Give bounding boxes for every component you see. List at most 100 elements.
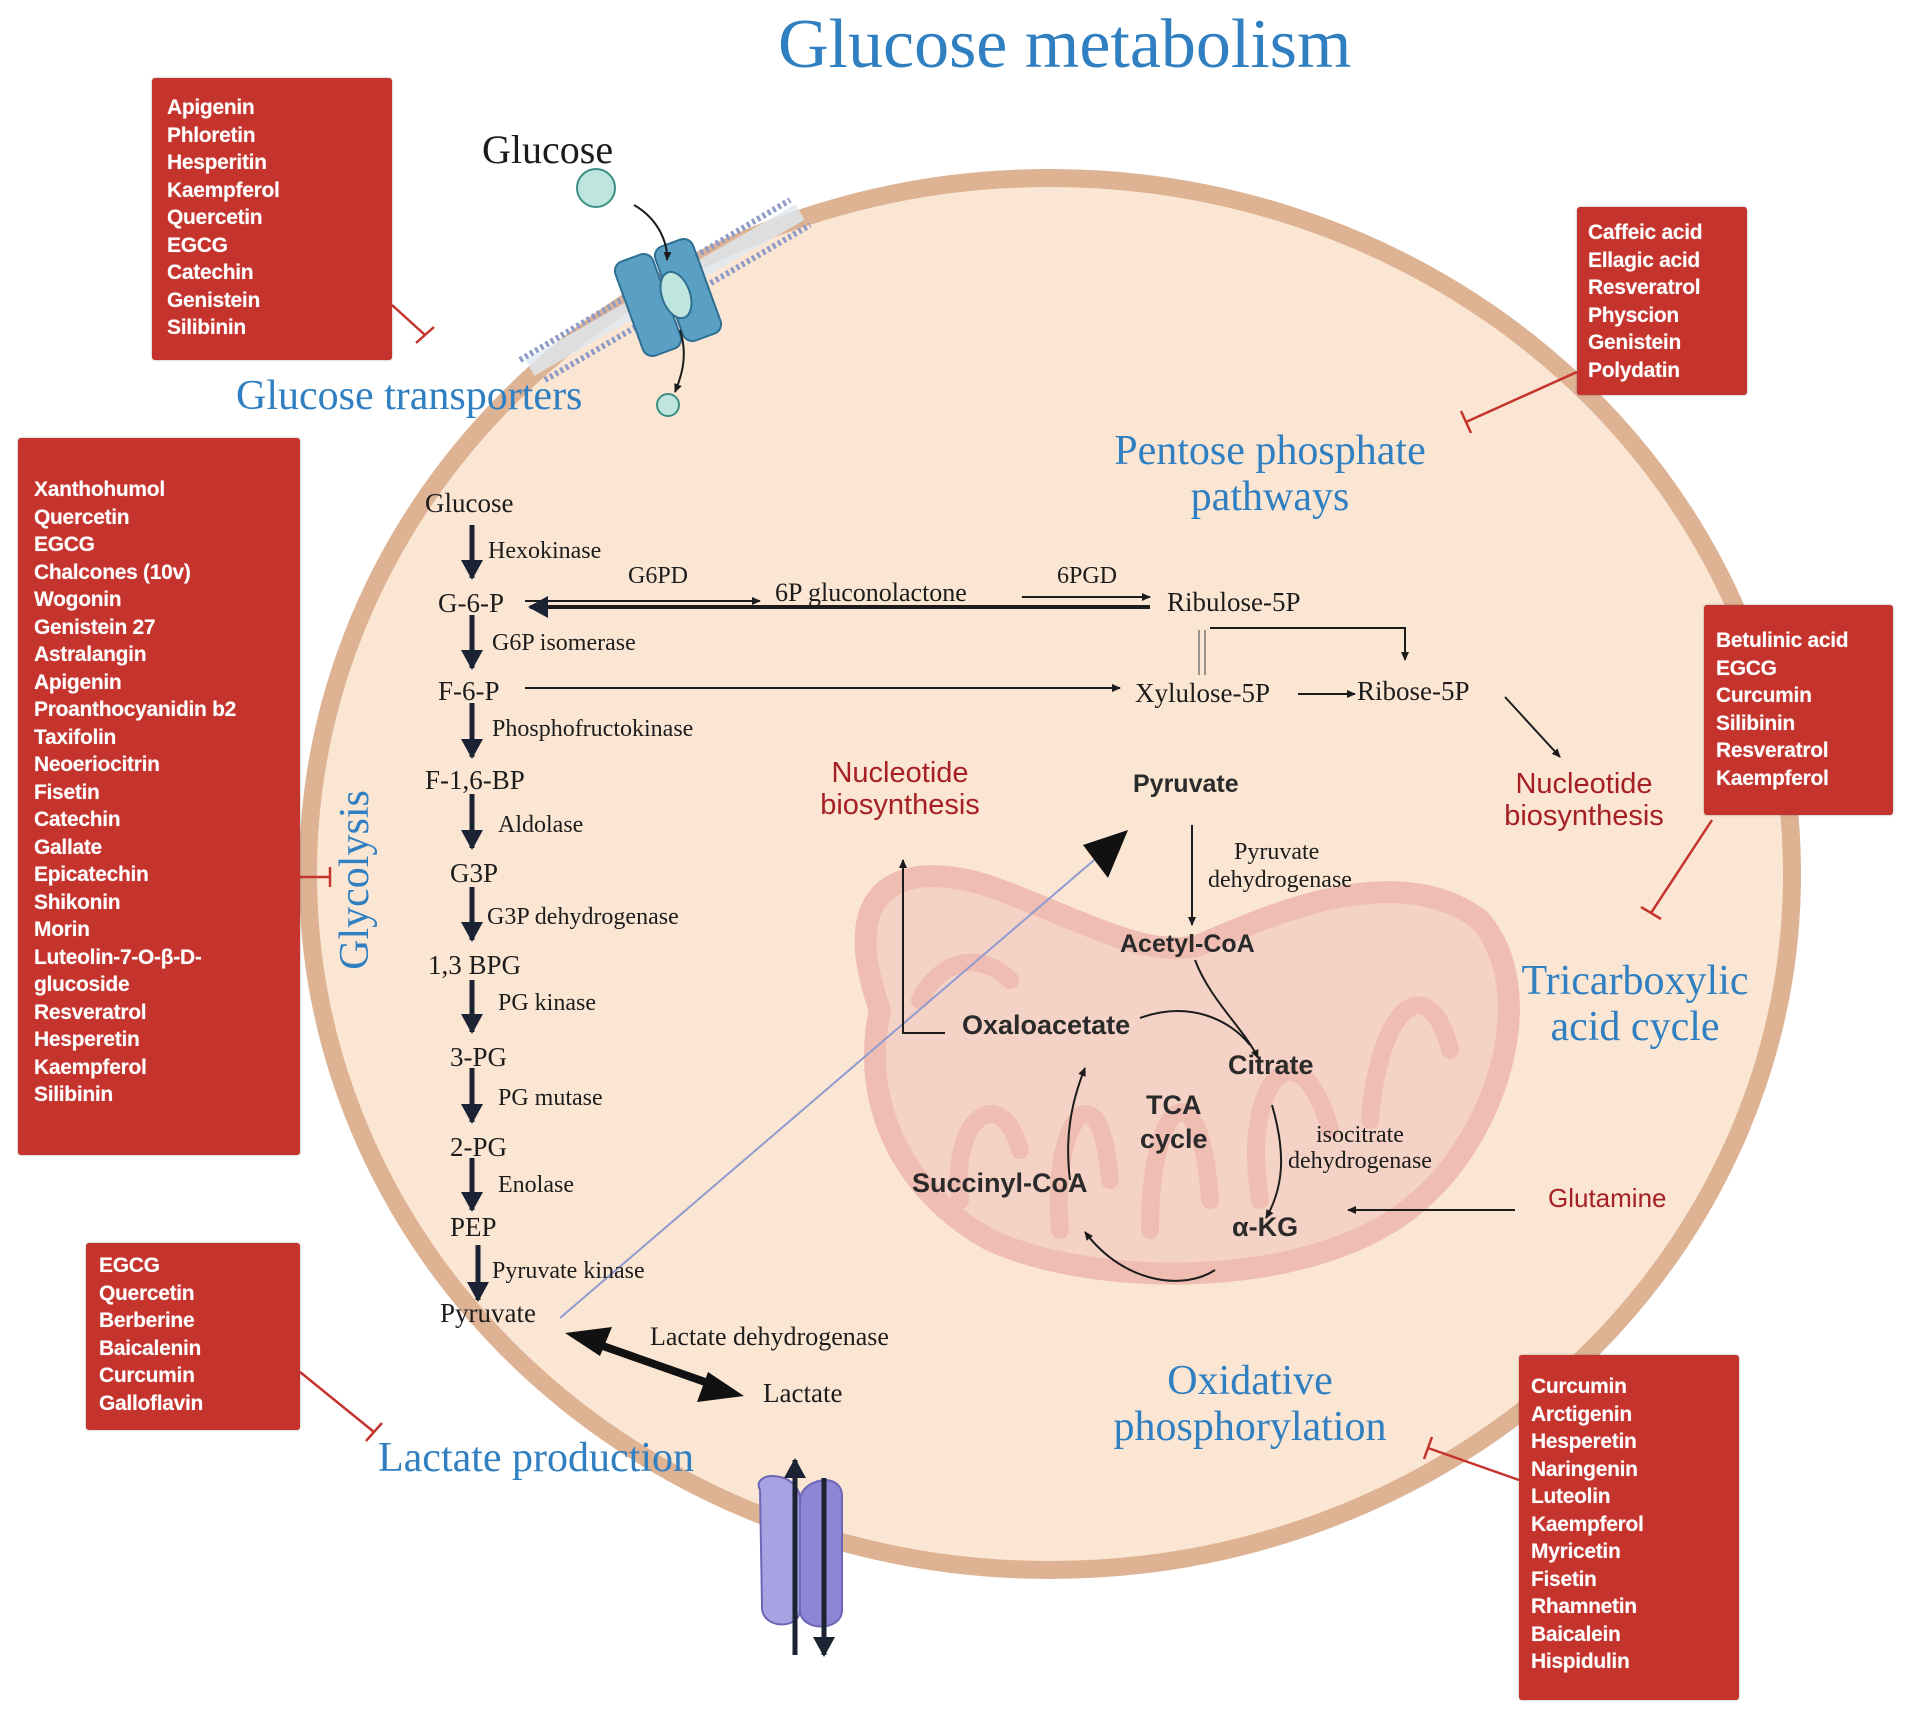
tca-pyruvate: Pyruvate xyxy=(1133,770,1239,798)
enzyme-pg-kinase: PG kinase xyxy=(498,990,596,1016)
inhibitor-item: Kaempferol xyxy=(1716,766,1829,790)
inhibitor-item: Astralangin xyxy=(34,643,147,666)
inhibitor-item: Hispidulin xyxy=(1531,1650,1630,1673)
metabolite-g6p: G-6-P xyxy=(438,588,504,618)
inhibitor-item: EGCG xyxy=(99,1254,160,1277)
inhibitor-item: Xanthohumol xyxy=(34,478,165,501)
idh-line-1: isocitrate xyxy=(1315,1122,1404,1148)
inhibitor-item: Physcion xyxy=(1588,303,1679,327)
enzyme-lactate-dehydrogenase: Lactate dehydrogenase xyxy=(650,1322,889,1351)
tca-heading-line-2: acid cycle xyxy=(1550,1004,1720,1050)
metabolite-f6p: F-6-P xyxy=(438,676,500,706)
inhibitor-item: Hesperitin xyxy=(167,151,267,174)
section-lactate-production: Lactate production xyxy=(378,1435,695,1481)
inhibitor-item: Wogonin xyxy=(34,588,122,611)
inhibitor-item: Baicalein xyxy=(1531,1622,1621,1646)
enzyme-g6pd: G6PD xyxy=(628,563,689,589)
tca-alpha-kg: α-KG xyxy=(1232,1212,1299,1242)
inhibitor-item: Quercetin xyxy=(34,505,130,529)
tca-center-line-1: TCA xyxy=(1146,1090,1202,1120)
inhibitor-item: Myricetin xyxy=(1531,1540,1621,1563)
inhibitor-item: Catechin xyxy=(167,261,254,284)
inhibitor-item: Proanthocyanidin b2 xyxy=(34,698,236,721)
glucose-transporter-icon xyxy=(613,237,723,358)
inhibitor-item: Resveratrol xyxy=(34,1000,147,1024)
inhibitor-item: Chalcones (10v) xyxy=(34,560,191,584)
inhibitor-item: Genistein xyxy=(167,288,260,312)
inhibitor-item: Polydatin xyxy=(1588,358,1680,382)
inhibitor-item: Kaempferol xyxy=(1531,1512,1644,1536)
metabolite-6p-gluconolactone: 6P gluconolactone xyxy=(775,578,967,607)
glycolysis-arrows xyxy=(461,525,489,1302)
enzyme-enolase: Enolase xyxy=(498,1172,574,1198)
inhibitor-item: Baicalenin xyxy=(99,1336,202,1360)
inhibitor-item: Curcumin xyxy=(1531,1375,1627,1398)
inhibitor-item: Taxifolin xyxy=(34,725,117,749)
inhibitor-item: Hesperetin xyxy=(1531,1430,1637,1453)
metabolite-ribose-5p: Ribose-5P xyxy=(1357,676,1470,706)
inhibition-lines xyxy=(299,304,1714,1482)
inhibitor-item: Apigenin xyxy=(167,96,255,119)
inhibitor-item: Luteolin xyxy=(1531,1485,1611,1508)
lactate-transporter-icon xyxy=(757,1458,843,1657)
inhibitor-item: Fisetin xyxy=(1531,1567,1597,1591)
pyruvate-transport-arrowhead xyxy=(1083,830,1128,878)
tca-center-line-2: cycle xyxy=(1140,1124,1208,1154)
page-title: Glucose metabolism xyxy=(778,6,1352,83)
metabolite-13bpg: 1,3 BPG xyxy=(428,950,522,980)
inhibitor-item: Morin xyxy=(34,918,90,941)
inhibitor-item: Ellagic acid xyxy=(1588,248,1700,272)
pdh-line-1: Pyruvate xyxy=(1234,839,1320,865)
cell-body xyxy=(299,169,1801,1579)
enzyme-aldolase: Aldolase xyxy=(498,812,584,838)
oxphos-heading-line-2: phosphorylation xyxy=(1113,1404,1387,1450)
inhibitor-item: Naringenin xyxy=(1531,1457,1638,1481)
metabolite-3pg: 3-PG xyxy=(450,1042,508,1072)
inhibitor-item: Arctigenin xyxy=(1531,1402,1632,1426)
enzyme-pyruvate-dehydrogenase: Pyruvate dehydrogenase xyxy=(1208,838,1352,894)
inhibitor-item: Quercetin xyxy=(167,206,263,229)
inhibitor-item: EGCG xyxy=(167,233,228,257)
enzyme-g3p-dehydrogenase: G3P dehydrogenase xyxy=(487,904,679,930)
nucleotide-right-line-1: Nucleotide xyxy=(1515,768,1653,800)
inhibitor-item: Phloretin xyxy=(167,123,256,147)
inhibitor-item: Curcumin xyxy=(99,1364,195,1387)
inhibitor-item: Genistein 27 xyxy=(34,615,156,639)
glucose-entry-arrow xyxy=(633,204,672,261)
inhibitor-item: Gallate xyxy=(34,835,102,859)
enzyme-phosphofructokinase: Phosphofructokinase xyxy=(492,716,694,742)
enzyme-g6p-isomerase: G6P isomerase xyxy=(492,630,636,656)
inhibitor-item: Silibinin xyxy=(167,316,246,339)
inhibitor-item: Fisetin xyxy=(34,780,100,804)
tca-oxaloacetate: Oxaloacetate xyxy=(962,1010,1131,1040)
inhibitor-item: EGCG xyxy=(34,533,95,556)
glucose-exit-arrow xyxy=(674,329,685,393)
nucleotide-left-line-1: Nucleotide xyxy=(831,757,969,789)
inhibitor-item: Caffeic acid xyxy=(1588,221,1703,244)
inhibitor-item: Berberine xyxy=(99,1309,195,1332)
pyruvate-transport-line xyxy=(559,854,1101,1319)
oxphos-heading-line-1: Oxidative xyxy=(1167,1358,1333,1404)
section-glucose-transporters: Glucose transporters xyxy=(236,373,583,419)
inhibitor-item: Rhamnetin xyxy=(1531,1595,1637,1618)
inhibitor-item: Quercetin xyxy=(99,1281,195,1305)
enzyme-hexokinase: Hexokinase xyxy=(488,538,602,564)
metabolite-pep: PEP xyxy=(450,1212,497,1242)
extracellular-glucose-label: Glucose xyxy=(482,127,614,172)
metabolite-ribulose-5p: Ribulose-5P xyxy=(1167,587,1301,617)
inhibitor-item: Resveratrol xyxy=(1588,276,1701,299)
inhibitor-item: glucoside xyxy=(34,973,130,996)
inhibitor-item: Kaempferol xyxy=(34,1055,147,1079)
mitochondrion xyxy=(854,865,1520,1285)
ppp-arrows xyxy=(525,593,1561,758)
